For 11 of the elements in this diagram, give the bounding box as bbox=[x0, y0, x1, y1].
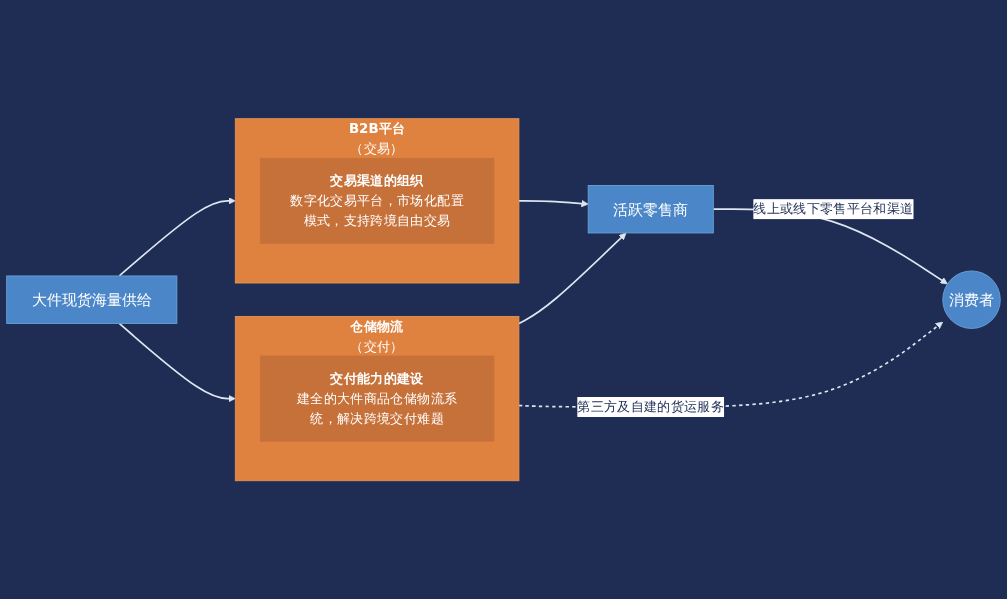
arrow bbox=[118, 322, 236, 402]
arrow bbox=[518, 199, 589, 207]
node-box: 交付能力的建设 建全的大件商品仓储物流系统，解决跨境交付难题 bbox=[259, 355, 495, 442]
arrow bbox=[518, 232, 627, 325]
node-box: 活跃零售商 bbox=[587, 184, 714, 234]
arrow bbox=[118, 196, 236, 277]
edge-label: 第三方及自建的货运服务 bbox=[577, 398, 725, 415]
node-box: 交易渠道的组织 数字化交易平台，市场化配置模式，支持跨境自由交易 bbox=[259, 157, 495, 244]
node-box: 大件现货海量供给 bbox=[6, 275, 178, 324]
edge-label: 线上或线下零售平台和渠道 bbox=[753, 200, 914, 217]
node-circle: 消费者 bbox=[942, 270, 1001, 329]
